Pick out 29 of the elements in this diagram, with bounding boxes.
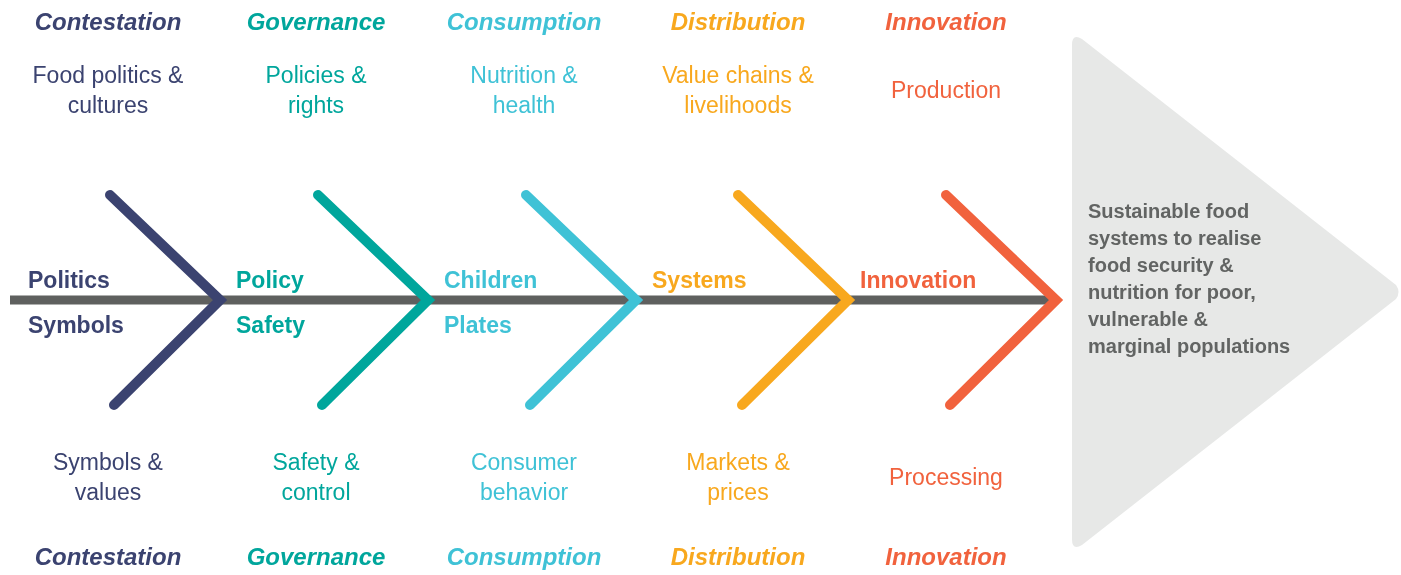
category-heading: Governance (245, 543, 387, 571)
branch-label: Safety (236, 311, 306, 339)
branch-label: Policy (236, 266, 304, 294)
branch-label: Plates (444, 311, 512, 339)
branch-label: Systems (652, 266, 747, 294)
category-heading: Distribution (669, 8, 807, 36)
branch-label: Politics (28, 266, 110, 294)
category-heading: Consumption (445, 543, 603, 571)
topic-label: Nutrition & health (469, 61, 579, 120)
category-heading: Innovation (884, 8, 1008, 36)
category-heading: Consumption (445, 8, 603, 36)
topic-label: Food politics & cultures (31, 61, 185, 120)
category-heading: Contestation (33, 543, 183, 571)
topic-label: Markets & prices (685, 448, 791, 507)
topic-label: Symbols & values (52, 448, 164, 507)
category-heading: Contestation (33, 8, 183, 36)
branch-label: Innovation (860, 266, 977, 294)
topic-label: Consumer behavior (469, 448, 579, 507)
branch-label: Symbols (28, 311, 124, 339)
goal-text: Sustainable food systems to realise food security & nutrition for poor, vulnerable & marginal populations (1088, 199, 1292, 359)
category-heading: Distribution (669, 543, 807, 571)
category-heading: Governance (245, 8, 387, 36)
topic-label: Safety & control (271, 448, 361, 507)
branch-label: Children (444, 266, 538, 294)
topic-label: Production (890, 76, 1002, 105)
topic-label: Processing (888, 463, 1004, 492)
topic-label: Policies & rights (264, 61, 368, 120)
topic-label: Value chains & livelihoods (661, 61, 815, 120)
category-heading: Innovation (884, 543, 1008, 571)
